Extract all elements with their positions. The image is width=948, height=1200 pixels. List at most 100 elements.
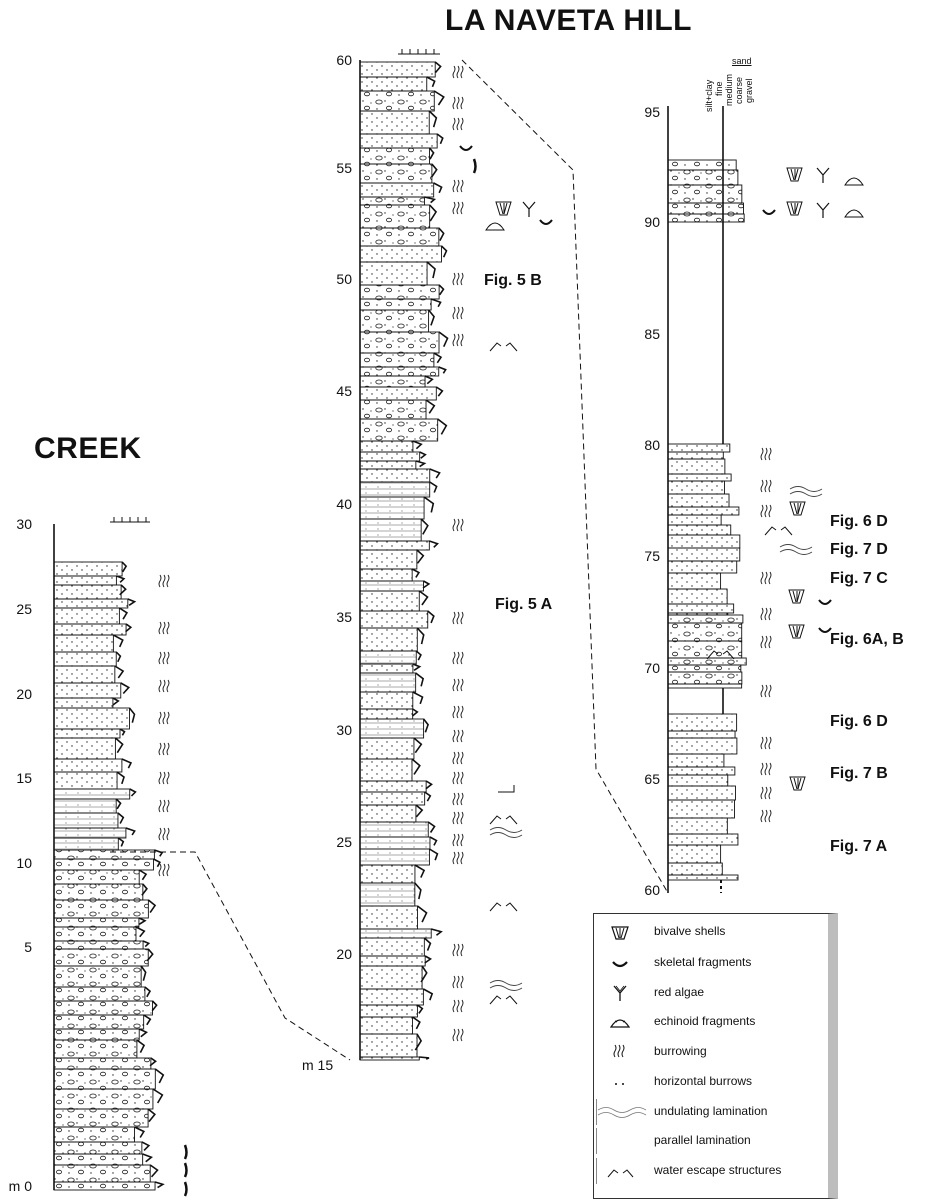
red-algae-icon bbox=[816, 167, 830, 183]
bed bbox=[359, 147, 430, 165]
burrowing-icon bbox=[452, 272, 464, 286]
bed bbox=[667, 473, 732, 482]
water-escape-icon bbox=[489, 995, 518, 1005]
bed-edge bbox=[423, 988, 434, 1001]
bed bbox=[53, 707, 130, 730]
bed bbox=[53, 940, 144, 950]
bed bbox=[359, 163, 433, 184]
bed bbox=[359, 937, 425, 957]
bed bbox=[359, 440, 414, 453]
naveta1-tick-60: 60 bbox=[336, 52, 352, 68]
bed bbox=[359, 481, 431, 498]
bed-edge bbox=[423, 496, 435, 513]
bed-edge bbox=[128, 707, 136, 723]
water-escape-icon bbox=[489, 902, 518, 912]
legend-label: horizontal burrows bbox=[654, 1074, 753, 1088]
bed bbox=[359, 928, 432, 939]
burrowing-icon bbox=[452, 518, 464, 532]
bed bbox=[359, 518, 422, 542]
skeletal-fragment-icon bbox=[539, 219, 553, 225]
grain-scale-ticks bbox=[110, 517, 150, 523]
grain-size-coarse: coarse bbox=[734, 76, 744, 104]
legend-item-red-algae: red algae bbox=[594, 980, 824, 1006]
bed-edge bbox=[412, 663, 422, 671]
naveta1-tick-45: 45 bbox=[336, 383, 352, 399]
bed bbox=[53, 798, 117, 814]
bed bbox=[359, 672, 417, 693]
bed bbox=[53, 771, 118, 790]
bed bbox=[53, 1126, 135, 1143]
burrowing-icon bbox=[760, 736, 772, 750]
bed-edge bbox=[433, 352, 443, 364]
bed-edge bbox=[129, 788, 137, 797]
bed-edge bbox=[428, 147, 435, 160]
bed bbox=[53, 665, 116, 684]
bed bbox=[667, 713, 738, 732]
bed-edge bbox=[415, 672, 425, 687]
bed bbox=[53, 1164, 151, 1183]
burrowing-icon bbox=[158, 742, 170, 756]
bed-edge bbox=[120, 682, 131, 695]
bed bbox=[359, 298, 432, 311]
burrowing-icon bbox=[760, 684, 772, 698]
bed-edge bbox=[424, 791, 432, 802]
bed bbox=[667, 524, 732, 536]
bed bbox=[53, 926, 137, 942]
bed bbox=[667, 817, 728, 835]
bed bbox=[359, 804, 417, 823]
bed-edge bbox=[420, 965, 428, 983]
creek-tick-15: 15 bbox=[16, 770, 32, 786]
burrowing-icon bbox=[452, 678, 464, 692]
bed bbox=[53, 682, 122, 699]
bed bbox=[359, 821, 429, 838]
bed bbox=[53, 1000, 153, 1016]
bed bbox=[359, 418, 439, 442]
bed-edge bbox=[121, 758, 133, 769]
bed bbox=[359, 110, 430, 135]
legend-item-parallel: parallel lamination bbox=[594, 1128, 824, 1154]
bed-edge bbox=[125, 827, 136, 836]
burrowing-icon bbox=[452, 943, 464, 957]
fig-ref-6d-upper: Fig. 6 D bbox=[830, 513, 888, 530]
bed bbox=[53, 737, 116, 760]
burrowing-icon bbox=[452, 651, 464, 665]
bed bbox=[667, 506, 740, 516]
bed bbox=[667, 202, 744, 215]
creek-tick-0: m 0 bbox=[8, 1178, 32, 1194]
parallel-lamination-icon bbox=[596, 1128, 597, 1154]
bed bbox=[359, 580, 424, 592]
burrow-trace-icon bbox=[183, 1144, 188, 1160]
bed bbox=[359, 663, 414, 674]
correlation-lines bbox=[110, 59, 669, 1061]
naveta2-tick-65: 65 bbox=[644, 771, 660, 787]
bed bbox=[667, 785, 736, 801]
echinoid-fragment-icon bbox=[485, 222, 505, 231]
bed-edge bbox=[138, 869, 148, 881]
bed bbox=[53, 1057, 152, 1070]
bed-edge bbox=[427, 821, 436, 833]
bed-edge bbox=[115, 798, 122, 810]
burrowing-icon bbox=[760, 479, 772, 493]
legend-label: undulating lamination bbox=[654, 1104, 768, 1118]
bed bbox=[359, 182, 435, 198]
bed bbox=[359, 468, 431, 483]
bed-edge bbox=[433, 182, 443, 194]
bed bbox=[667, 547, 741, 562]
bed bbox=[359, 133, 438, 149]
bed bbox=[359, 460, 417, 470]
bed-edge bbox=[426, 76, 436, 88]
bed-edge bbox=[433, 90, 445, 106]
legend-item-burrowing: burrowing bbox=[594, 1039, 824, 1065]
skeletal-fragment-icon bbox=[762, 209, 776, 215]
bed-edge bbox=[143, 1014, 152, 1026]
bed bbox=[359, 1033, 418, 1058]
bed-edge bbox=[415, 804, 424, 818]
bed bbox=[53, 623, 127, 636]
bed-edge bbox=[121, 561, 128, 573]
bed bbox=[359, 227, 440, 247]
bed bbox=[359, 955, 426, 967]
bed bbox=[359, 1056, 420, 1061]
legend-item-undulating: undulating lamination bbox=[594, 1099, 824, 1125]
bed-edge bbox=[438, 331, 449, 348]
naveta2-tick-85: 85 bbox=[644, 326, 660, 342]
